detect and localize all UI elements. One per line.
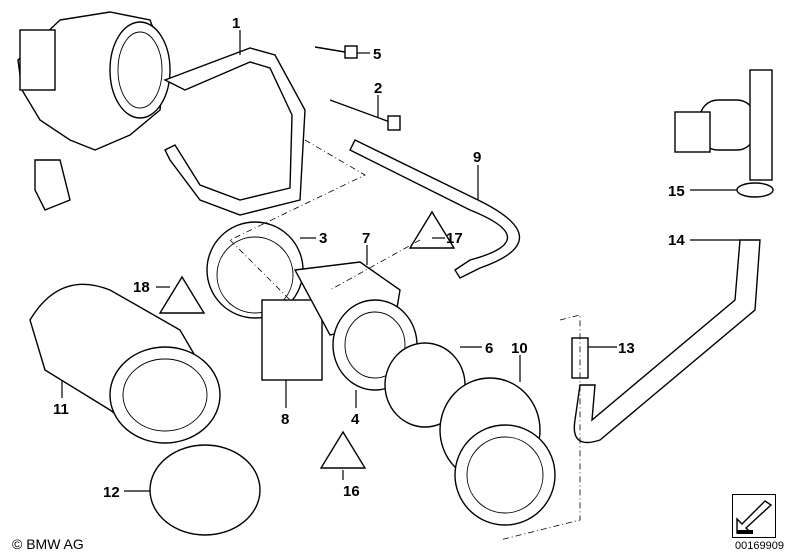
callout-4: 4 — [351, 411, 360, 428]
navigate-arrow-button[interactable] — [732, 494, 776, 538]
callout-9: 9 — [473, 149, 481, 166]
part-3-ring[interactable] — [206, 221, 304, 319]
throttle-body[interactable] — [261, 261, 418, 391]
callout-7: 7 — [362, 230, 370, 247]
callout-17: 17 — [446, 230, 463, 247]
callout-10: 10 — [511, 340, 528, 357]
callout-13: 13 — [618, 340, 635, 357]
part-15-clamp[interactable] — [736, 182, 774, 198]
part-1-bracket[interactable] — [163, 47, 306, 216]
warning-triangle-16-icon — [319, 430, 367, 469]
part-2-bolt[interactable] — [329, 99, 401, 131]
callout-2: 2 — [374, 80, 382, 97]
part-5-bolt[interactable] — [314, 45, 358, 59]
callout-12: 12 — [103, 484, 120, 501]
callout-16: 16 — [343, 483, 360, 500]
callout-1: 1 — [232, 15, 240, 32]
idle-valve-reference — [674, 69, 773, 181]
part-13-valve[interactable] — [571, 337, 589, 379]
callout-8: 8 — [281, 411, 289, 428]
callout-14: 14 — [668, 232, 685, 249]
callout-5: 5 — [373, 46, 381, 63]
document-number: 00169909 — [735, 540, 784, 552]
copyright-label: © BMW AG — [12, 536, 84, 552]
warning-triangle-18-icon — [158, 275, 206, 314]
callout-15: 15 — [668, 183, 685, 200]
warning-triangle-17-icon — [408, 210, 456, 249]
leader-lines — [61, 30, 740, 492]
callout-3: 3 — [319, 230, 327, 247]
part-10-boot[interactable] — [439, 377, 556, 526]
part-12-clamp[interactable] — [149, 444, 261, 536]
part-11-intake-boot[interactable] — [29, 283, 221, 444]
callout-18: 18 — [133, 279, 150, 296]
throttle-housing-reference — [17, 11, 171, 211]
arrow-down-left-icon — [736, 500, 773, 534]
part-9-hose[interactable] — [349, 139, 521, 279]
part-14-hose[interactable] — [573, 239, 761, 444]
callout-6: 6 — [485, 340, 493, 357]
callout-11: 11 — [53, 401, 69, 418]
